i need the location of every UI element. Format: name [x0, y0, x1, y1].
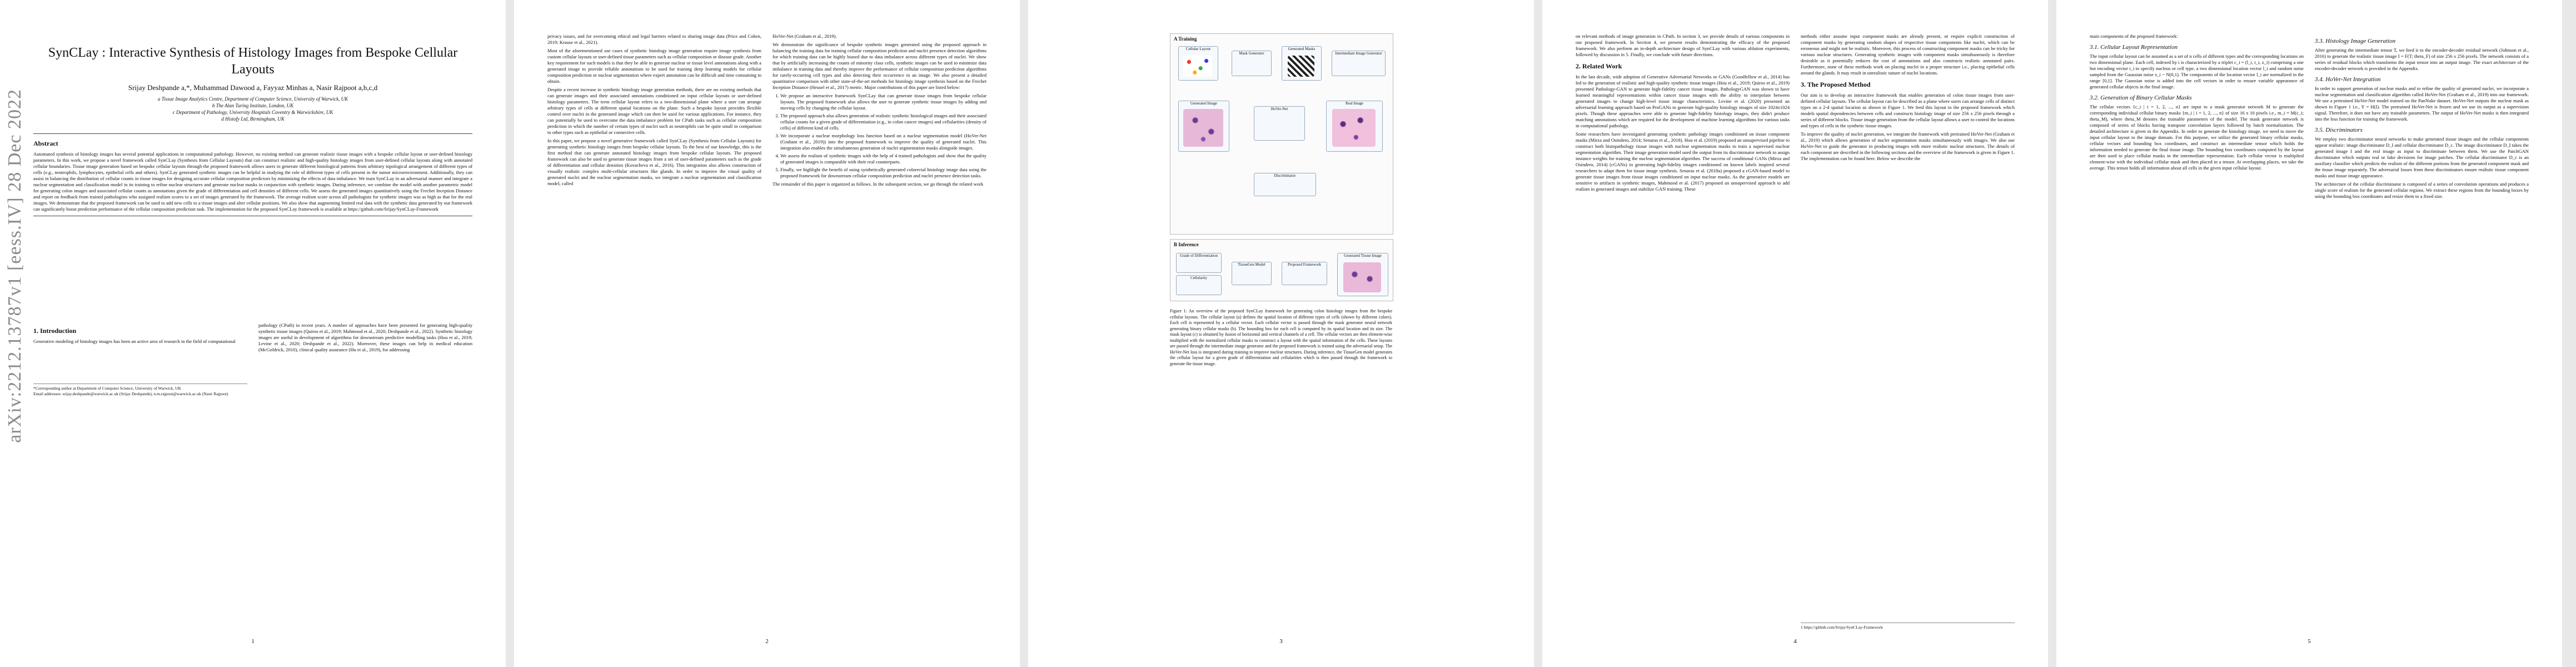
- discriminator-box: Discriminator: [1254, 173, 1316, 196]
- paragraph: methods either assume input component ma…: [1801, 33, 2015, 76]
- subsection-heading: 3.4. HoVer-Net Integration: [2315, 76, 2381, 83]
- subsection-heading: 3.5. Discriminators: [2315, 127, 2363, 133]
- box-label: Real Image: [1345, 101, 1364, 106]
- tissue-thumbnail: [1343, 262, 1381, 292]
- paragraph: The cellular vectors {c_i | i = 1, 2, ..…: [2090, 104, 2304, 171]
- right-column: 3.3. Histology Image Generation After ge…: [2315, 33, 2529, 202]
- paragraph: The remainder of this paper is organized…: [773, 181, 984, 187]
- generated-masks-box: Generated Masks: [1282, 46, 1322, 81]
- subsection-heading: 3.3. Histology Image Generation: [2315, 38, 2396, 44]
- paragraph: We demonstrate the significance of bespo…: [773, 42, 986, 90]
- figure-caption: Figure 1: An overview of the proposed Sy…: [1170, 308, 1392, 366]
- author-list: Srijay Deshpande a,*, Muhammad Dawood a,…: [128, 83, 378, 92]
- paragraph: To improve the quality of nuclei generat…: [1801, 131, 2015, 161]
- paragraph: In order to support generation of nuclea…: [2315, 86, 2529, 122]
- list-item: We assess the realism of synthetic image…: [780, 153, 986, 165]
- mask-generator-box: Mask Generator: [1232, 51, 1272, 76]
- paragraph: In this paper, we propose a novel genera…: [547, 138, 761, 186]
- paragraph: Most of the aforementioned use cases of …: [547, 48, 761, 84]
- paragraph: Some researchers have investigated gener…: [1576, 131, 1790, 192]
- panel-label: A Training: [1174, 36, 1197, 42]
- page-number: 5: [2308, 638, 2311, 645]
- box-label: Cellular Layout: [1185, 47, 1211, 51]
- list-item: We incorporate a nuclear morphology loss…: [780, 133, 986, 151]
- arxiv-stamp: arXiv:2212.13787v1 [eess.IV] 28 Dec 2022: [4, 89, 25, 443]
- page-4: on relevant methods of image generation …: [1542, 0, 2048, 667]
- paragraph: The architecture of the cellular discrim…: [2315, 181, 2529, 199]
- cellular-layout-box: Cellular Layout: [1178, 46, 1218, 81]
- box-label: Generated Tissue Image: [1344, 253, 1382, 258]
- paragraph: The input cellular layout can be assumed…: [2090, 53, 2304, 89]
- grade-box: Grade of Differentiation: [1176, 253, 1222, 273]
- paragraph: In the last decade, wide adoption of Gen…: [1576, 74, 1790, 128]
- layout-thumbnail: [1183, 56, 1212, 77]
- divider: [33, 133, 472, 134]
- mask-thumbnail: [1288, 56, 1314, 77]
- paragraph: pathology (CPath) in recent years. A num…: [258, 322, 472, 352]
- section-heading: 3. The Proposed Method: [1801, 81, 1871, 88]
- left-column: on relevant methods of image generation …: [1576, 33, 1790, 195]
- footnote: *Corresponding author at Department of C…: [33, 384, 247, 397]
- output-box: Generated Tissue Image: [1337, 253, 1388, 296]
- page-number: 1: [251, 638, 255, 645]
- contribution-list: We propose an interactive framework SynC…: [773, 93, 986, 179]
- tissue-thumbnail: [1183, 109, 1223, 147]
- page-2: privacy issues, and for overcoming ethic…: [514, 0, 1020, 667]
- cellularity-box: Cellularity: [1176, 275, 1222, 295]
- affiliation: b The Alan Turing Institute, London, UK: [212, 103, 294, 108]
- section-heading: 1. Introduction: [33, 327, 77, 335]
- panel-label: B Inference: [1174, 242, 1199, 247]
- tissue-thumbnail: [1332, 109, 1376, 147]
- affiliation: c Department of Pathology, University Ho…: [172, 109, 333, 115]
- page-5: main components of the proposed framewor…: [2056, 0, 2562, 667]
- abstract-heading: Abstract: [33, 140, 58, 147]
- page-3: A Training Cellular Layout Mask Generato…: [1028, 0, 1534, 667]
- affiliation: d Histofy Ltd, Birmingham, UK: [221, 116, 285, 122]
- list-item: We propose an interactive framework SynC…: [780, 93, 986, 111]
- paper-title: SynCLay : Interactive Synthesis of Histo…: [48, 46, 458, 77]
- image-generator-box: Intermediate Image Generator: [1332, 51, 1386, 76]
- left-column: 1. Introduction Generative modeling of h…: [33, 322, 247, 347]
- affiliation: a Tissue Image Analytics Centre, Departm…: [157, 96, 348, 102]
- abstract-box: Abstract Automated synthesis of histolog…: [33, 133, 472, 216]
- footnote: 1 https://github.com/Srijay/SynCLay-Fram…: [1801, 623, 2015, 630]
- right-column: methods either assume input component ma…: [1801, 33, 2015, 164]
- paragraph: Our aim is to develop an interactive fra…: [1801, 92, 2015, 128]
- left-column: privacy issues, and for overcoming ethic…: [547, 33, 761, 189]
- tissuegen-box: TissueGen Model: [1232, 262, 1272, 285]
- paragraph: HoVer-Net (Graham et al., 2019).: [773, 33, 837, 39]
- right-column: HoVer-Net (Graham et al., 2019). We demo…: [773, 33, 986, 190]
- real-image-box: Real Image: [1326, 101, 1383, 152]
- figure-panel-inference: B Inference Grade of Differentiation Cel…: [1170, 239, 1393, 301]
- right-column: pathology (CPath) in recent years. A num…: [258, 322, 472, 355]
- abstract-text: Automated synthesis of histology images …: [33, 151, 472, 212]
- figure-panel-training: A Training Cellular Layout Mask Generato…: [1170, 33, 1393, 235]
- paragraph: After generating the intermediate tensor…: [2315, 47, 2529, 71]
- generated-image-box: Generated Image: [1178, 101, 1229, 152]
- paragraph: Generative modeling of histology images …: [33, 339, 236, 344]
- framework-box: Proposed Framework: [1282, 262, 1327, 285]
- box-label: Generated Masks: [1288, 47, 1316, 51]
- paragraph: We employ two discriminator neural netwo…: [2315, 136, 2529, 178]
- affiliations: a Tissue Image Analytics Centre, Departm…: [33, 96, 472, 122]
- page-number: 4: [1793, 638, 1797, 645]
- paragraph: privacy issues, and for overcoming ethic…: [547, 33, 761, 45]
- section-heading: 2. Related Work: [1576, 62, 1622, 70]
- paragraph: Despite a recent increase in synthetic h…: [547, 87, 761, 135]
- paragraph: main components of the proposed framewor…: [2090, 33, 2178, 39]
- page-number: 3: [1279, 638, 1283, 645]
- page-number: 2: [765, 638, 769, 645]
- list-item: The proposed approach also allows genera…: [780, 113, 986, 131]
- list-item: Finally, we highlight the benefit of usi…: [780, 167, 986, 179]
- box-label: Generated Image: [1190, 101, 1217, 106]
- page-1: arXiv:2212.13787v1 [eess.IV] 28 Dec 2022…: [0, 0, 506, 667]
- subsection-heading: 3.2. Generation of Binary Cellular Masks: [2090, 94, 2192, 101]
- paragraph: on relevant methods of image generation …: [1576, 33, 1790, 57]
- subsection-heading: 3.1. Cellular Layout Representation: [2090, 44, 2178, 51]
- hovernet-box: HoVer-Net: [1254, 106, 1305, 141]
- left-column: main components of the proposed framewor…: [2090, 33, 2304, 173]
